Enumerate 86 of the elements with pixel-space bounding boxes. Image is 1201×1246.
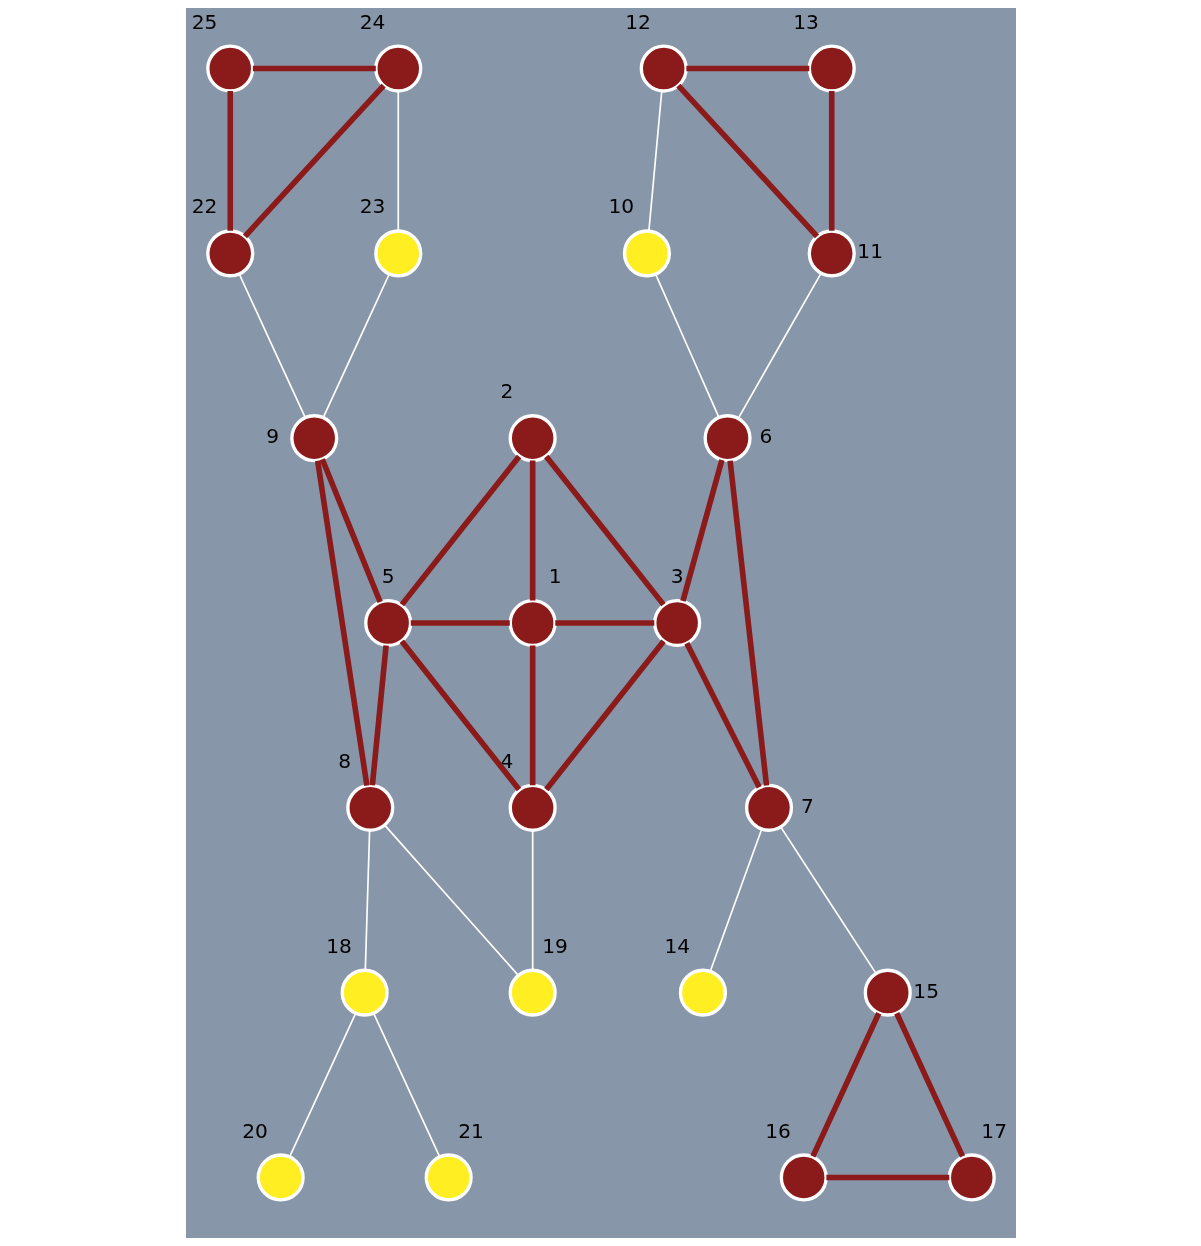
node-label: 21 [457,1118,484,1143]
node-circle [863,968,912,1017]
connector [708,828,763,973]
node-circle [345,783,394,832]
connector [893,1012,965,1158]
connector [737,272,822,419]
node-label: 2 [500,379,513,404]
node-circle [508,783,557,832]
connector [779,826,877,975]
connector [828,90,835,231]
node-circle [807,44,856,93]
node-label: 13 [792,9,819,34]
connector [685,65,809,72]
connector [369,645,389,786]
connector [654,273,720,419]
connector [543,454,666,607]
node-label: 1 [548,564,562,589]
node-circle [947,1153,996,1202]
node-circle [205,44,254,93]
node-circle [424,1153,473,1202]
node-label: 6 [759,424,772,449]
node-label: 8 [337,748,351,773]
connector [396,90,399,232]
connector [529,645,535,786]
node-label: 23 [359,194,385,219]
node-circle [508,414,557,463]
node-label: 9 [265,424,279,449]
connector [314,460,370,786]
connector [242,83,386,239]
node-circle [373,229,422,278]
connector [410,620,510,626]
node-circle [256,1153,305,1202]
connector [226,90,233,231]
node-label: 4 [500,748,513,773]
node-label: 16 [764,1118,791,1143]
node-label: 20 [241,1118,268,1143]
node-label: 15 [912,978,939,1003]
connector [252,65,376,72]
connector [372,1012,440,1158]
node-label: 19 [541,933,568,958]
connector [647,90,663,232]
connector [399,639,521,792]
node-label: 10 [607,194,634,219]
node-label: 7 [800,793,814,818]
connector [399,454,521,607]
connector [809,1012,881,1158]
connector [825,1174,949,1181]
node-circle [779,1153,828,1202]
node-circle [508,598,557,648]
node-label: 14 [663,933,690,958]
node-label: 24 [359,9,385,34]
connector [319,458,383,604]
node-label: 11 [856,239,883,264]
node-circle [703,414,752,463]
node-circle [340,968,389,1017]
connector [679,459,725,602]
connector [322,273,390,418]
node-circle [508,968,557,1017]
node-label: 5 [381,564,395,589]
connector [288,1012,356,1158]
node-label: 22 [191,194,217,219]
connector [543,639,666,792]
node-label: 3 [670,564,684,589]
node-circle [205,229,254,278]
node-label: 17 [980,1118,1007,1143]
node-label: 12 [624,9,651,34]
node-circle [678,968,727,1017]
connector [237,273,306,418]
node-circle [373,44,422,93]
connector [364,829,370,971]
node-circle [622,229,671,278]
node-circle [289,414,338,463]
connector [554,620,654,626]
node-circle [363,598,412,648]
connector [683,642,762,789]
node-label: 25 [191,9,217,34]
connector [675,83,819,239]
node-circle [652,598,701,648]
connector [383,824,519,976]
connector [529,460,535,601]
connector [726,460,769,786]
node-circle [807,229,856,278]
node-label: 18 [325,933,352,958]
node-circle [639,44,688,93]
connector [531,829,533,971]
node-circle [744,783,793,832]
